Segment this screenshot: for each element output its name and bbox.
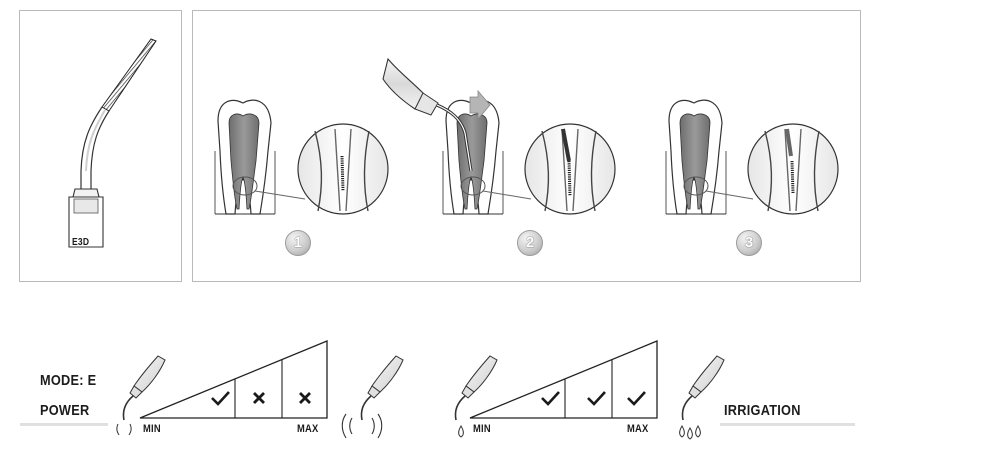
step-badge-2: 2	[517, 230, 543, 256]
mode-label: MODE: E	[40, 372, 97, 389]
irrigation-min-label: MIN	[473, 423, 491, 435]
power-level-2-cross-icon	[253, 392, 265, 404]
power-scale	[139, 340, 328, 419]
step-badge-1: 1	[285, 230, 311, 256]
step-3-tooth-illustration	[665, 99, 839, 215]
step-1-tooth-illustration	[214, 99, 389, 215]
irrigation-level-3-check-icon	[627, 391, 646, 406]
tip-illustration	[68, 38, 157, 248]
tip-panel: E3D	[19, 10, 182, 282]
tip-code-label: E3D	[72, 237, 90, 248]
power-label: POWER	[40, 402, 90, 419]
procedure-steps-panel: 1 2 3	[192, 10, 861, 282]
irrigation-underline	[720, 423, 855, 426]
power-level-1-check-icon	[211, 391, 230, 406]
power-max-label: MAX	[297, 423, 319, 435]
procedure-illustration	[214, 57, 839, 215]
power-underline	[20, 423, 108, 426]
irrigation-level-1-check-icon	[541, 391, 560, 406]
handpiece-low-power-icon	[116, 355, 166, 436]
handpiece-low-irrigation-icon	[454, 355, 498, 438]
irrigation-max-label: MAX	[627, 423, 649, 435]
step-2-tooth-illustration	[382, 57, 616, 215]
irrigation-label: IRRIGATION	[724, 402, 801, 419]
power-min-label: MIN	[143, 423, 161, 435]
power-level-3-cross-icon	[299, 392, 311, 404]
step-badge-3: 3	[736, 230, 762, 256]
irrigation-scale	[469, 340, 658, 419]
handpiece-high-irrigation-icon	[679, 355, 725, 440]
irrigation-level-2-check-icon	[587, 391, 606, 406]
handpiece-high-power-icon	[341, 355, 404, 439]
